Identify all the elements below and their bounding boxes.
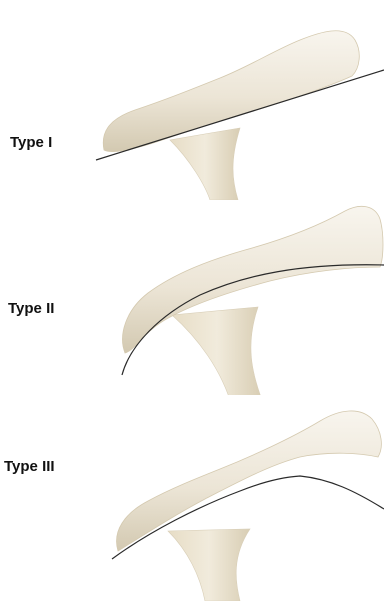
type-i-acromion <box>0 0 384 200</box>
type-i-scapular-spine <box>170 128 240 200</box>
type-iii-acromion <box>0 391 384 601</box>
type-ii-scapular-spine <box>172 307 262 395</box>
type-ii-acromion <box>0 195 384 395</box>
type-ii-acromion-body <box>123 206 383 353</box>
type-iii-scapular-spine <box>168 529 250 601</box>
